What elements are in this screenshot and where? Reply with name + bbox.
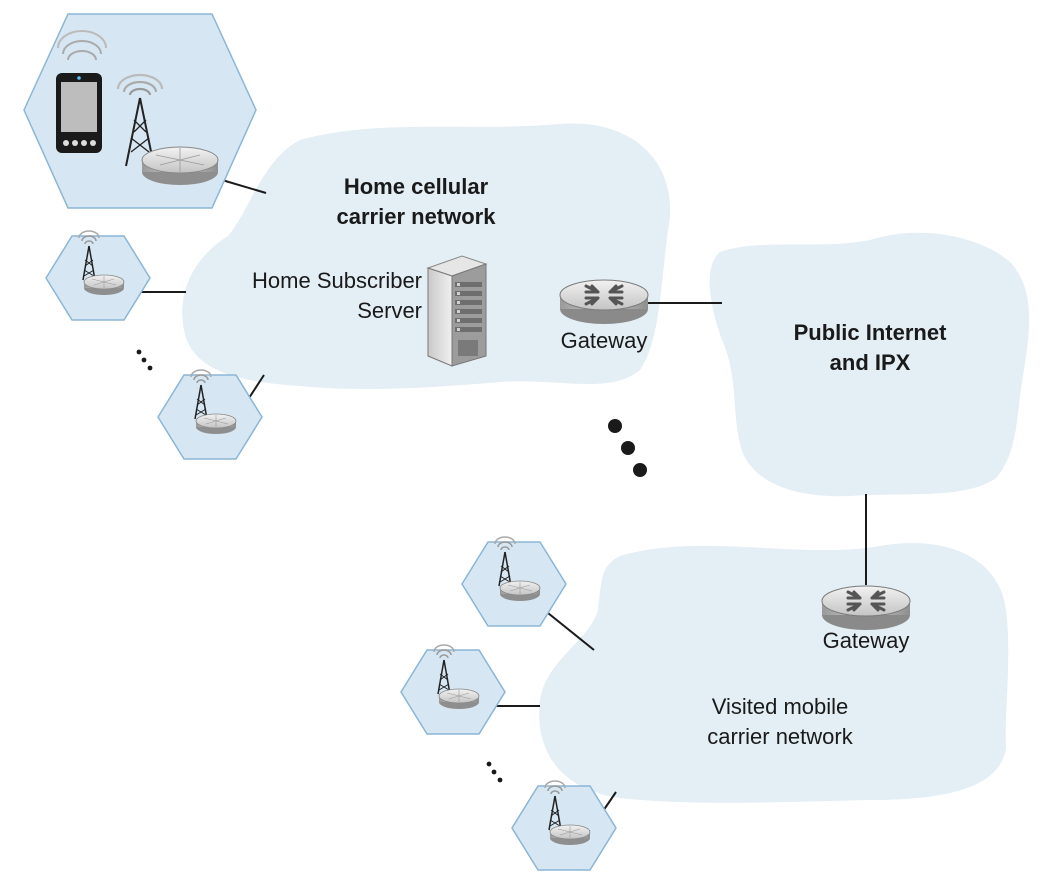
visited-network-title-line1: Visited mobile bbox=[711, 694, 849, 719]
home-gateway-router-icon bbox=[558, 278, 650, 326]
home-cell-hexagon-3 bbox=[157, 369, 263, 460]
visited-network-cloud bbox=[539, 543, 1009, 803]
visited-cells-ellipsis bbox=[486, 761, 503, 783]
internet-title-line1: Public Internet bbox=[793, 320, 947, 345]
home-cells-ellipsis bbox=[136, 349, 153, 371]
server-icon bbox=[426, 255, 488, 367]
link-large-cell bbox=[221, 179, 267, 194]
internet-cloud bbox=[709, 232, 1030, 497]
large-cell-hexagon bbox=[23, 13, 257, 209]
home-gateway-label: Gateway bbox=[560, 328, 648, 353]
visited-gateway-router-icon bbox=[820, 584, 912, 632]
visited-cell-hexagon-1 bbox=[461, 536, 567, 627]
home-cell-hexagon-2 bbox=[45, 230, 151, 321]
visited-gateway-label: Gateway bbox=[822, 628, 910, 653]
visited-cell-hexagon-3 bbox=[511, 780, 617, 871]
visited-network-title-line2: carrier network bbox=[707, 724, 853, 749]
base-station-icon bbox=[141, 146, 219, 185]
smartphone-icon bbox=[56, 30, 107, 153]
hss-label-line1: Home Subscriber bbox=[252, 268, 422, 293]
home-network-title-line2: carrier network bbox=[336, 204, 496, 229]
home-network-cloud bbox=[182, 123, 671, 389]
hss-label-line2: Server bbox=[357, 298, 422, 323]
internet-title-line2: and IPX bbox=[829, 350, 911, 375]
networks-ellipsis bbox=[608, 419, 647, 477]
home-network-title-line1: Home cellular bbox=[343, 174, 489, 199]
visited-cell-hexagon-2 bbox=[400, 644, 506, 735]
